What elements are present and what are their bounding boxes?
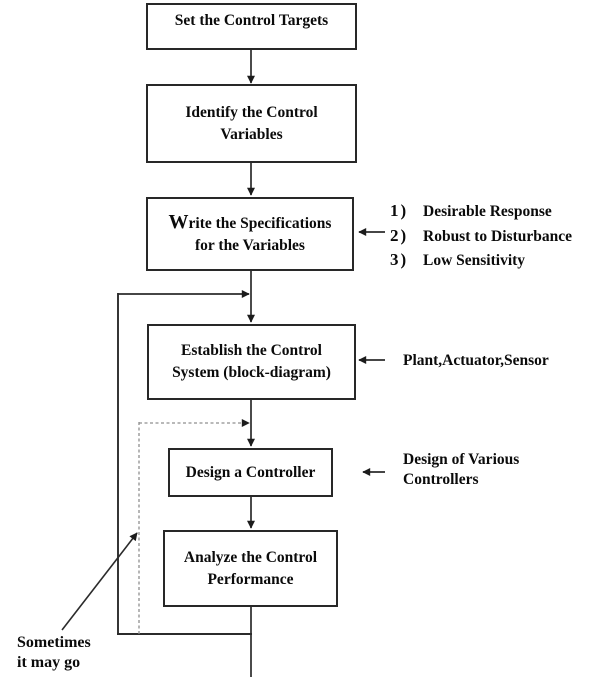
sometimes-annotation-text: Sometimes it may go bbox=[17, 633, 91, 672]
flow-box-label: Analyze the Control bbox=[183, 548, 318, 566]
sometimes-line2: it may go bbox=[17, 653, 81, 671]
specs-annotation-list: 1) Desirable Response 2) Robust to Distu… bbox=[390, 201, 572, 275]
flow-box-label: Write the Specifications bbox=[168, 211, 332, 233]
establish-annotation-text: Plant,Actuator,Sensor bbox=[403, 352, 549, 369]
flow-box-label: Design a Controller bbox=[185, 463, 316, 481]
flow-box-label: Performance bbox=[207, 570, 294, 588]
flow-box-analyze-performance: Analyze the Control Performance bbox=[163, 530, 338, 607]
specs-item-number: 3) bbox=[390, 250, 409, 269]
specs-item-text: Low Sensitivity bbox=[423, 252, 526, 269]
flow-box-label: Variables bbox=[220, 125, 283, 143]
specs-item-text: Desirable Response bbox=[423, 203, 552, 220]
flow-box-write-specs: Write the Specifications for the Variabl… bbox=[146, 197, 354, 271]
flow-box-design-controller: Design a Controller bbox=[168, 448, 333, 497]
specs-item: 2) Robust to Disturbance bbox=[390, 226, 572, 251]
flow-box-label: Identify the Control bbox=[185, 103, 318, 121]
flow-box-label: for the Variables bbox=[195, 237, 305, 254]
flow-box-establish-system: Establish the Control System (block-diag… bbox=[147, 324, 356, 400]
flow-box-set-targets: Set the Control Targets bbox=[146, 3, 357, 50]
flow-box-label: Establish the Control bbox=[181, 342, 322, 359]
flow-box-label: Set the Control Targets bbox=[174, 12, 329, 29]
flow-box-identify-variables: Identify the Control Variables bbox=[146, 84, 357, 163]
sometimes-line1: Sometimes bbox=[17, 634, 91, 651]
specs-item-text: Robust to Disturbance bbox=[423, 227, 572, 245]
specs-item-number: 1) bbox=[390, 201, 409, 220]
design-annotation-line2: Controllers bbox=[403, 471, 479, 488]
sometimes-pointer-arrow bbox=[61, 532, 138, 631]
specs-item: 3) Low Sensitivity bbox=[390, 250, 572, 275]
design-annotation-line1: Design of Various bbox=[403, 451, 520, 468]
specs-item: 1) Desirable Response bbox=[390, 201, 572, 226]
specs-item-number: 2) bbox=[390, 225, 409, 245]
flow-box-label: System (block-diagram) bbox=[172, 364, 331, 381]
design-annotation-text: Design of Various Controllers bbox=[403, 450, 519, 490]
